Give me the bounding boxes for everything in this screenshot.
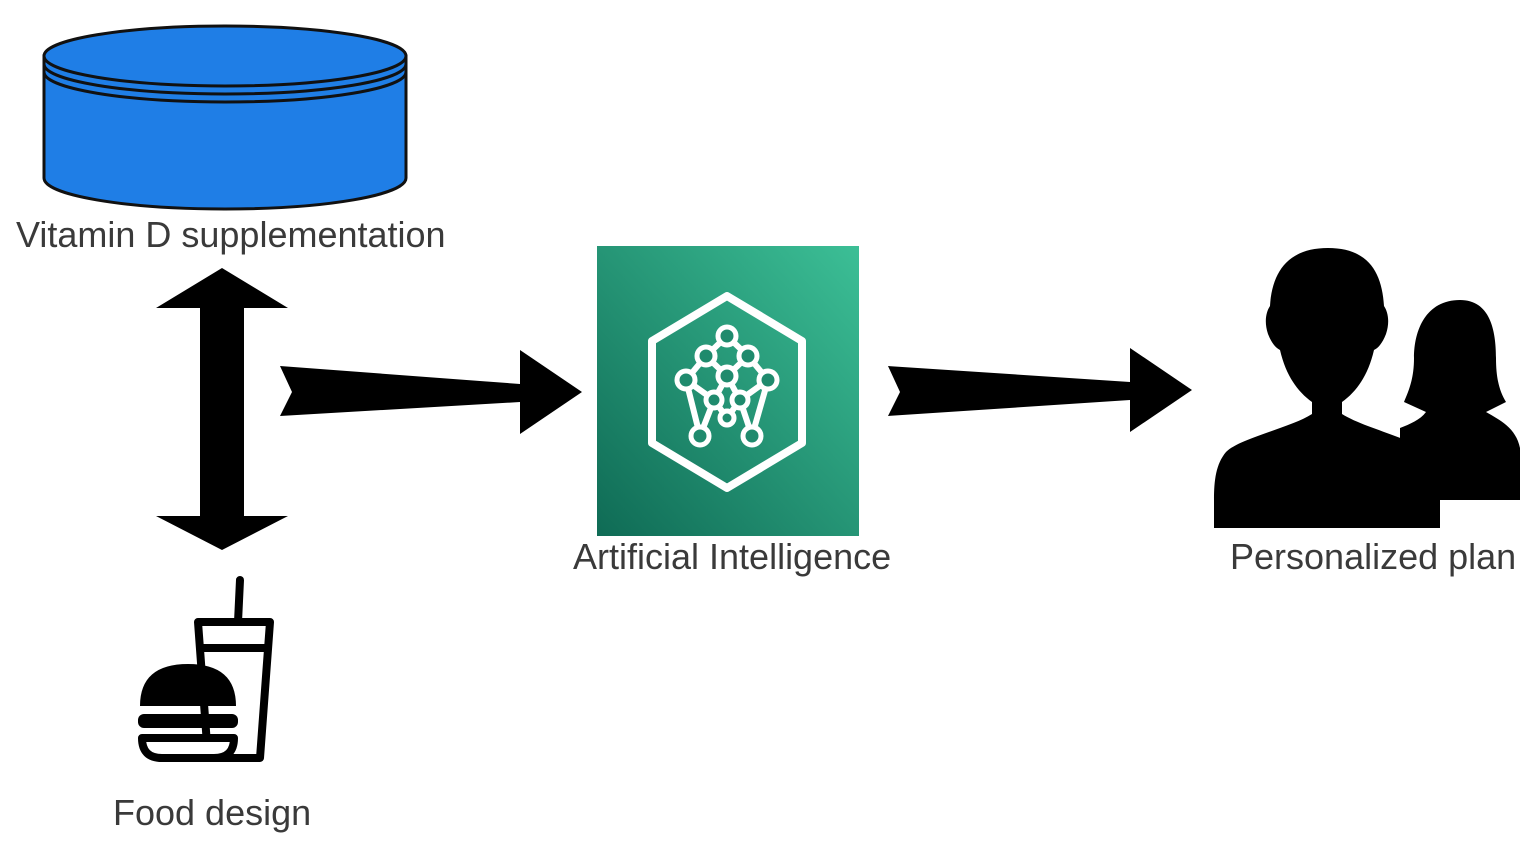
artificial-intelligence-label: Artificial Intelligence [573, 536, 892, 577]
supplement-container-icon [42, 24, 408, 211]
double-arrow-vertical [156, 268, 288, 550]
users-icon [1214, 248, 1520, 528]
burger-and-drink-icon [138, 576, 274, 762]
neural-network-hexagon-icon [597, 246, 859, 536]
arrow-to-ai [280, 350, 582, 434]
personalized-plan-label: Personalized plan [1230, 536, 1517, 577]
vitamin-d-label: Vitamin D supplementation [16, 214, 446, 255]
food-design-label: Food design [113, 792, 312, 833]
arrow-to-plan [888, 348, 1192, 432]
